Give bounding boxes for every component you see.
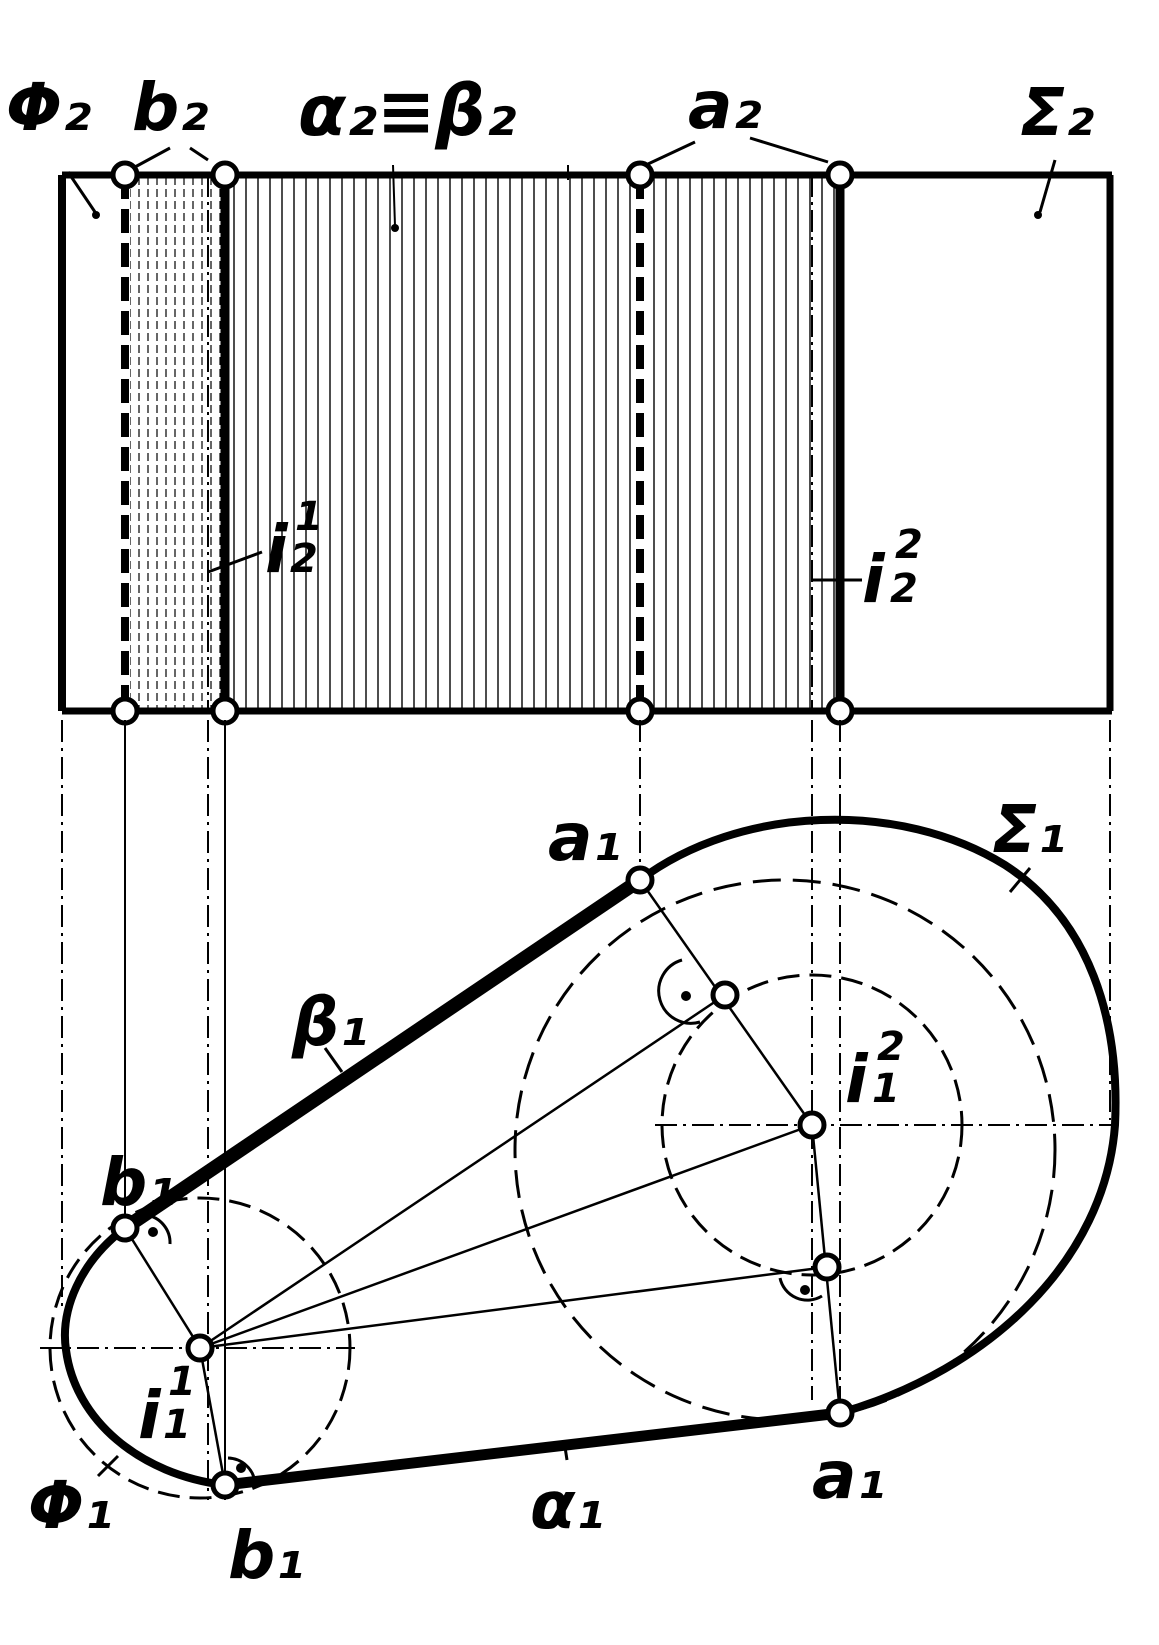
a2-leader-right (749, 136, 829, 164)
right-angle-a1-upper-dot (681, 991, 691, 1001)
right-angle-a1-upper (657, 958, 701, 1025)
label-i1-1-sup: 1 (168, 1359, 196, 1405)
alpha1-leader (563, 1446, 569, 1461)
point-b1-bottom (210, 1470, 240, 1500)
alpha2-leader (392, 164, 396, 227)
label-i2-1: i 1 2 (265, 494, 323, 588)
label-b1-top: b₁ (100, 1144, 176, 1221)
right-angle-b1-bottom (227, 1456, 257, 1483)
label-b2: b₂ (132, 69, 208, 146)
point-b2-top-right (210, 160, 240, 190)
label-beta1: β₁ (291, 984, 368, 1061)
label-a1-bottom: a₁ (812, 1437, 885, 1514)
label-i1-1-sub: 1 (163, 1402, 191, 1448)
sigma1-leader (1008, 867, 1032, 893)
label-alpha2-beta2: α₂≡β₂ (298, 70, 517, 152)
line-i1-1-upper-tangent (199, 993, 726, 1350)
sigma2-leader (1038, 159, 1057, 213)
point-a1-bottom (825, 1398, 855, 1428)
alpha2-leader-dot (391, 224, 399, 232)
right-angle-a1-lower (778, 1277, 823, 1302)
phi1-leader (96, 1454, 120, 1478)
label-i2-1-sub: 2 (290, 536, 318, 582)
circle-sigma-large-hidden (513, 878, 1057, 1422)
point-tangent-i1-2-upper (710, 980, 740, 1010)
top-points (110, 865, 855, 1500)
point-a1-top (625, 865, 655, 895)
label-i2-2: i 2 2 (862, 522, 923, 618)
label-i2-2-sub: 2 (890, 566, 918, 612)
circle-i1-1-hidden (48, 1196, 352, 1500)
sigma2-leader-dot (1034, 211, 1042, 219)
label-i2-1-main: i (265, 511, 289, 588)
label-a2: a₂ (688, 67, 762, 144)
b2-leader-left (134, 146, 171, 169)
construction-lines (123, 879, 842, 1486)
point-a2-bottom-left (625, 696, 655, 726)
labels: Φ₂ b₂ α₂≡β₂ a₂ Σ₂ i 1 2 i 2 2 a₁ Σ₁ β₁ i… (6, 67, 1094, 1594)
point-tangent-i1-2-lower (812, 1252, 842, 1282)
point-i1-2 (797, 1110, 827, 1140)
point-b2-bottom-left (110, 696, 140, 726)
radius-i1-1-b1-bottom (198, 1347, 227, 1486)
label-phi2: Φ₂ (6, 69, 91, 146)
right-angle-a1-lower-dot (800, 1285, 810, 1295)
label-i2-1-sup: 1 (295, 494, 323, 540)
phi1-contour (61, 1224, 226, 1489)
a2-leader-left (647, 140, 696, 166)
point-a2-top-right (825, 160, 855, 190)
sigma1-contour (637, 815, 1120, 1417)
alpha1-trace (224, 1407, 841, 1491)
label-i2-2-main: i (862, 541, 886, 618)
label-b1-bottom: b₁ (228, 1517, 304, 1594)
line-i1-1-to-i1-2 (199, 1123, 813, 1350)
beta1-leader (323, 1047, 344, 1073)
point-b1-top (110, 1213, 140, 1243)
label-phi1: Φ₁ (28, 1467, 113, 1544)
point-a2-bottom-right (825, 696, 855, 726)
label-i1-1: i 1 1 (138, 1359, 196, 1454)
front-points (110, 160, 855, 726)
line-i1-1-lower-tangent (199, 1265, 828, 1350)
right-angle-b1-bottom-dot (236, 1463, 246, 1473)
label-i1-2: i 2 1 (845, 1024, 905, 1118)
radius-i1-1-b1-top (123, 1227, 202, 1349)
right-angle-b1-top (145, 1213, 172, 1245)
alpha2-beta2-hatching (222, 175, 638, 711)
top-view (40, 815, 1120, 1500)
label-sigma1: Σ₁ (992, 791, 1066, 868)
front-view (58, 136, 1114, 726)
label-i1-2-sub: 1 (872, 1066, 900, 1112)
hidden-hatching-left (130, 175, 222, 711)
label-i1-2-main: i (845, 1041, 869, 1118)
phi2-leader (66, 171, 97, 213)
label-alpha1: α₁ (530, 1467, 604, 1544)
right-angle-b1-top-dot (148, 1227, 158, 1237)
point-i1-1 (185, 1333, 215, 1363)
point-b2-top-left (110, 160, 140, 190)
point-b2-bottom-right (210, 696, 240, 726)
label-i1-1-main: i (138, 1377, 162, 1454)
circle-i1-2-hidden (660, 973, 964, 1277)
beta1-trace (121, 874, 644, 1234)
right-angle-marks (145, 958, 823, 1483)
i2-1-leader (207, 550, 263, 574)
phi2-leader-dot (92, 211, 100, 219)
label-sigma2: Σ₂ (1020, 74, 1094, 151)
label-i2-2-sup: 2 (895, 522, 923, 568)
alpha2-hatching-right (648, 175, 838, 711)
label-a1-top: a₁ (548, 799, 621, 876)
point-a2-top-left (625, 160, 655, 190)
b2-leader-right (189, 146, 209, 162)
label-i1-2-sup: 2 (877, 1024, 905, 1070)
